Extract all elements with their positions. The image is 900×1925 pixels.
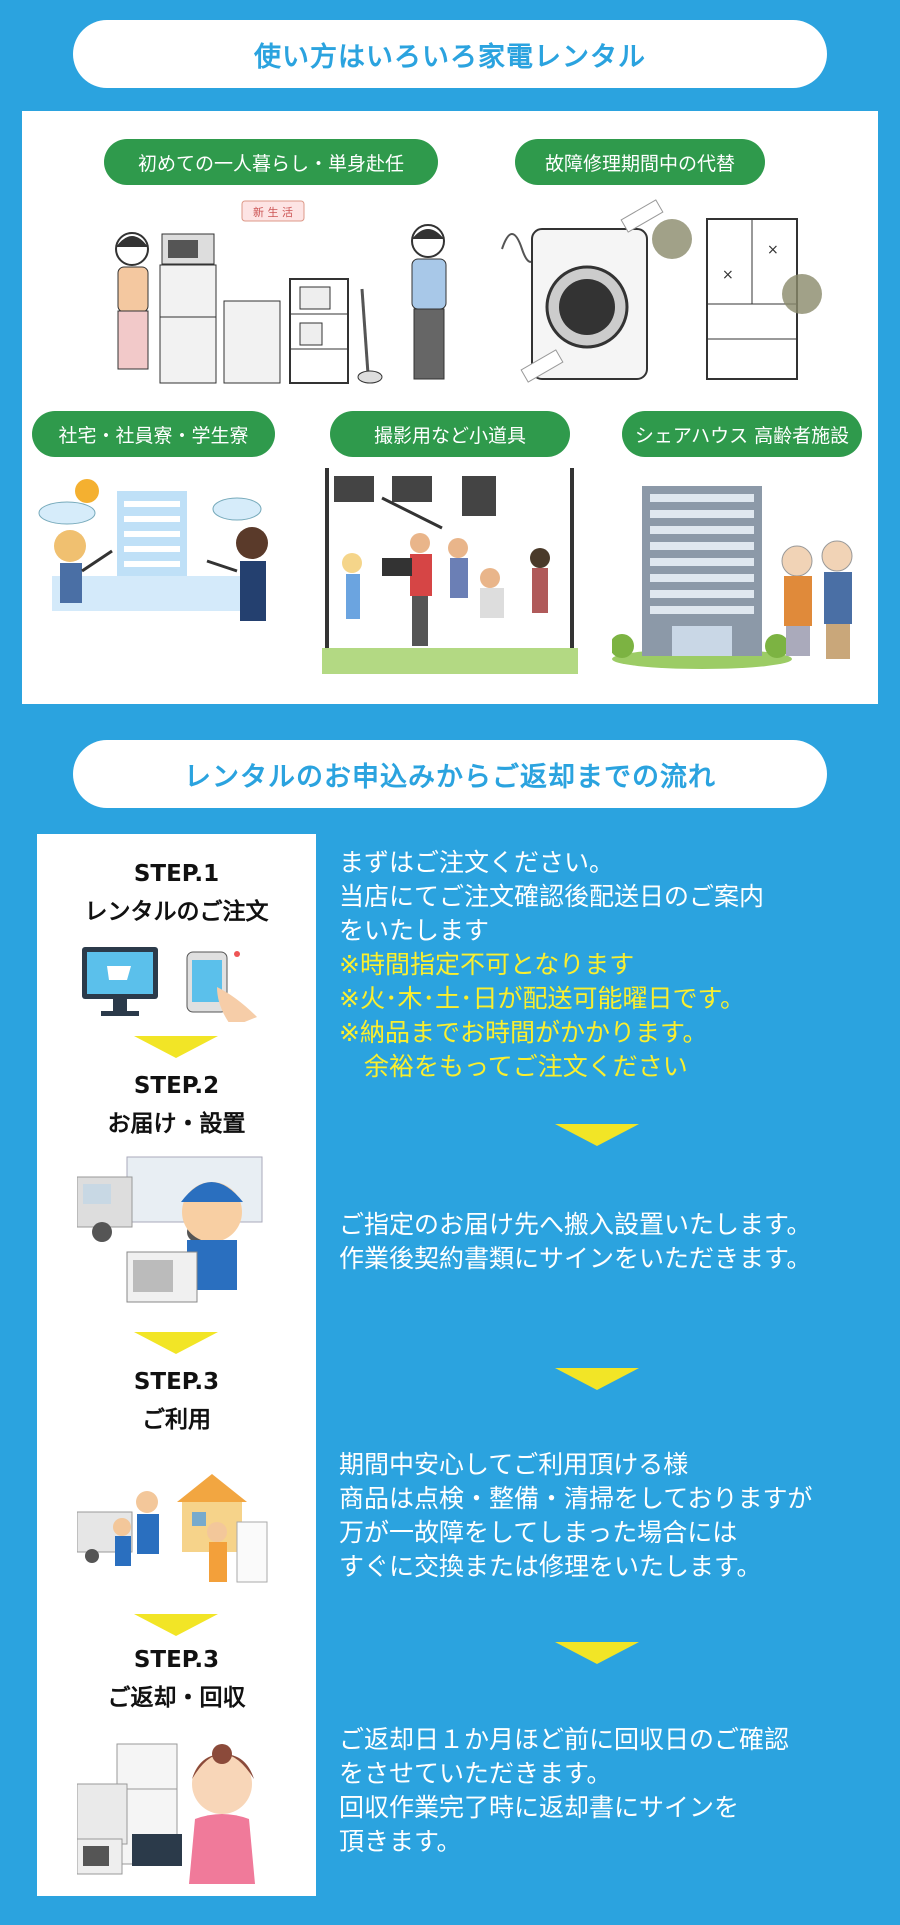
usage-illustration (77, 1474, 268, 1583)
repair-substitute-illustration: × × (501, 199, 822, 383)
usage-panel: 初めての一人暮らし・単身赴任 故障修理期間中の代替 社宅・社員寮・学生寮 撮影用… (22, 111, 878, 704)
film-set-illustration (322, 468, 578, 674)
step-arrow-down (134, 1036, 218, 1058)
step1-name: レンタルのご注文 (84, 899, 269, 925)
usage-tag-label: シェアハウス 高齢者施設 (634, 424, 850, 447)
usage-tag-sharehouse: シェアハウス 高齢者施設 (622, 411, 862, 457)
step2-name: お届け・設置 (107, 1111, 246, 1137)
usage-tag-label: 社宅・社員寮・学生寮 (58, 424, 249, 447)
step3-description: 期間中安心してご利用頂ける様 商品は点検・整備・清掃をしておりますが 万が一故障… (339, 1448, 813, 1584)
step-column: STEP.1 レンタルのご注文 STEP.2 お届け・設置 STEP.3 ご利用 (37, 834, 316, 1896)
step2-line: 作業後契約書類にサインをいただきます。 (339, 1244, 812, 1273)
step4-number: STEP.3 (133, 1647, 220, 1673)
step1-note: ※時間指定不可となります (339, 950, 635, 979)
step1-note: ※火･木･土･日が配送可能曜日です。 (339, 984, 745, 1013)
step2-number: STEP.2 (133, 1073, 220, 1099)
step1-number: STEP.1 (133, 861, 220, 887)
step3-line: 商品は点検・整備・清掃をしておりますが (339, 1484, 813, 1513)
step3-line: 万が一故障をしてしまった場合には (339, 1518, 738, 1547)
flow-header-text: レンタルのお申込みからご返却までの流れ (184, 761, 716, 793)
usage-tag-props: 撮影用など小道具 (330, 411, 570, 457)
step1-line: まずはご注文ください。 (339, 848, 615, 877)
illus-note-text: 新 生 活 (253, 205, 293, 219)
flow-arrow-down (555, 1642, 639, 1664)
step1-description: まずはご注文ください。 当店にてご注文確認後配送日のご案内 をいたします ※時間… (339, 846, 764, 1084)
delivery-illustration (77, 1156, 263, 1303)
usage-header: 使い方はいろいろ家電レンタル (73, 20, 827, 88)
step-arrow-down (134, 1332, 218, 1354)
usage-tag-repair-substitute: 故障修理期間中の代替 (515, 139, 765, 185)
flow-header: レンタルのお申込みからご返却までの流れ (73, 740, 827, 808)
order-illustration (82, 947, 257, 1022)
usage-tag-single-life: 初めての一人暮らし・単身赴任 (104, 139, 438, 185)
single-life-illustration: 新 生 活 (115, 200, 447, 384)
flow-arrow-down (555, 1124, 639, 1146)
step4-name: ご返却・回収 (107, 1685, 246, 1711)
step3-name: ご利用 (142, 1407, 211, 1433)
step3-line: 期間中安心してご利用頂ける様 (339, 1450, 689, 1479)
usage-header-text: 使い方はいろいろ家電レンタル (254, 41, 646, 73)
step4-line: 回収作業完了時に返却書にサインを (339, 1793, 740, 1822)
step4-line: 頂きます。 (339, 1827, 462, 1856)
usage-tag-label: 撮影用など小道具 (373, 424, 526, 447)
step3-line: すぐに交換または修理をいたします。 (339, 1552, 762, 1581)
svg-text:×: × (767, 242, 779, 258)
step1-line: をいたします (339, 916, 490, 945)
flow-arrow-down (555, 1368, 639, 1390)
return-illustration (77, 1743, 255, 1884)
step3-number: STEP.3 (133, 1369, 220, 1395)
step2-description: ご指定のお届け先へ搬入設置いたします。 作業後契約書類にサインをいただきます。 (339, 1208, 812, 1276)
step1-note: ※納品までお時間がかかります。 (339, 1018, 708, 1047)
usage-tag-label: 故障修理期間中の代替 (544, 152, 735, 175)
step4-line: をさせていただきます。 (339, 1759, 612, 1788)
step4-line: ご返却日１か月ほど前に回収日のご確認 (339, 1725, 790, 1754)
step2-line: ご指定のお届け先へ搬入設置いたします。 (339, 1210, 812, 1239)
step4-description: ご返却日１か月ほど前に回収日のご確認 をさせていただきます。 回収作業完了時に返… (339, 1723, 789, 1859)
step1-line: 当店にてご注文確認後配送日のご案内 (339, 882, 765, 911)
svg-text:×: × (722, 267, 734, 283)
step-arrow-down (134, 1614, 218, 1636)
sharehouse-illustration (612, 486, 853, 669)
usage-tag-dormitory: 社宅・社員寮・学生寮 (32, 411, 275, 457)
step1-note: 余裕をもってご注文ください (339, 1052, 688, 1081)
usage-tag-label: 初めての一人暮らし・単身赴任 (137, 152, 404, 175)
dormitory-illustration (38, 479, 268, 621)
